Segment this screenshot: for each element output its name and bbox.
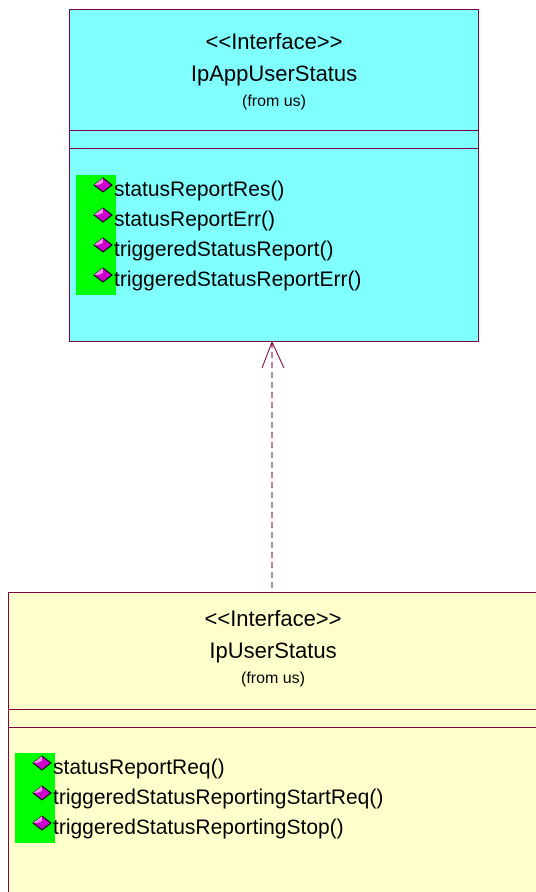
operation-icon (32, 785, 52, 801)
package-label: (from us) (242, 93, 306, 110)
operations-list: statusReportRes() statusReportErr() trigge… (70, 175, 478, 295)
class-name[interactable]: IpUserStatus (209, 638, 337, 663)
class-name[interactable]: IpAppUserStatus (190, 61, 358, 86)
operation-label: statusReportRes() (114, 178, 285, 201)
operation-marker (76, 265, 116, 295)
operation-row[interactable]: statusReportReq() (9, 753, 536, 783)
operation-row[interactable]: triggeredStatusReportingStop() (9, 813, 536, 843)
operation-icon (93, 207, 113, 223)
stereotype-label: <<Interface>> (204, 606, 342, 631)
operation-icon (93, 237, 113, 253)
open-arrowhead-icon (261, 340, 285, 369)
class-header: <<Interface>> IpUserStatus (from us) (9, 593, 536, 691)
operation-icon (93, 177, 113, 193)
operation-marker (76, 235, 116, 265)
operation-label: triggeredStatusReport() (114, 238, 334, 261)
attributes-compartment (70, 130, 478, 149)
operation-row[interactable]: triggeredStatusReport() (70, 235, 478, 265)
operation-row[interactable]: triggeredStatusReportErr() (70, 265, 478, 295)
operation-marker (15, 753, 55, 783)
interface-ip-user-status[interactable]: <<Interface>> IpUserStatus (from us) sta… (8, 592, 536, 892)
stereotype-label: <<Interface>> (205, 29, 343, 54)
operations-list: statusReportReq() triggeredStatusReportin… (9, 753, 536, 843)
operation-marker (76, 175, 116, 205)
operations-compartment (9, 727, 536, 892)
interface-ip-app-user-status[interactable]: <<Interface>> IpAppUserStatus (from us) … (69, 9, 479, 342)
operation-icon (93, 267, 113, 283)
operation-marker (15, 813, 55, 843)
operation-row[interactable]: triggeredStatusReportingStartReq() (9, 783, 536, 813)
operations-compartment (70, 148, 478, 341)
operation-label: statusReportErr() (114, 208, 276, 231)
operation-marker (76, 205, 116, 235)
operation-icon (32, 815, 52, 831)
attributes-compartment (9, 709, 536, 728)
operation-row[interactable]: statusReportErr() (70, 205, 478, 235)
operation-label: triggeredStatusReportingStop() (53, 816, 344, 839)
operation-label: statusReportReq() (53, 756, 225, 779)
operation-marker (15, 783, 55, 813)
operation-icon (32, 755, 52, 771)
package-label: (from us) (241, 670, 305, 687)
operation-label: triggeredStatusReportErr() (114, 268, 362, 291)
operation-label: triggeredStatusReportingStartReq() (53, 786, 384, 809)
class-header: <<Interface>> IpAppUserStatus (from us) (70, 10, 478, 114)
operation-row[interactable]: statusReportRes() (70, 175, 478, 205)
